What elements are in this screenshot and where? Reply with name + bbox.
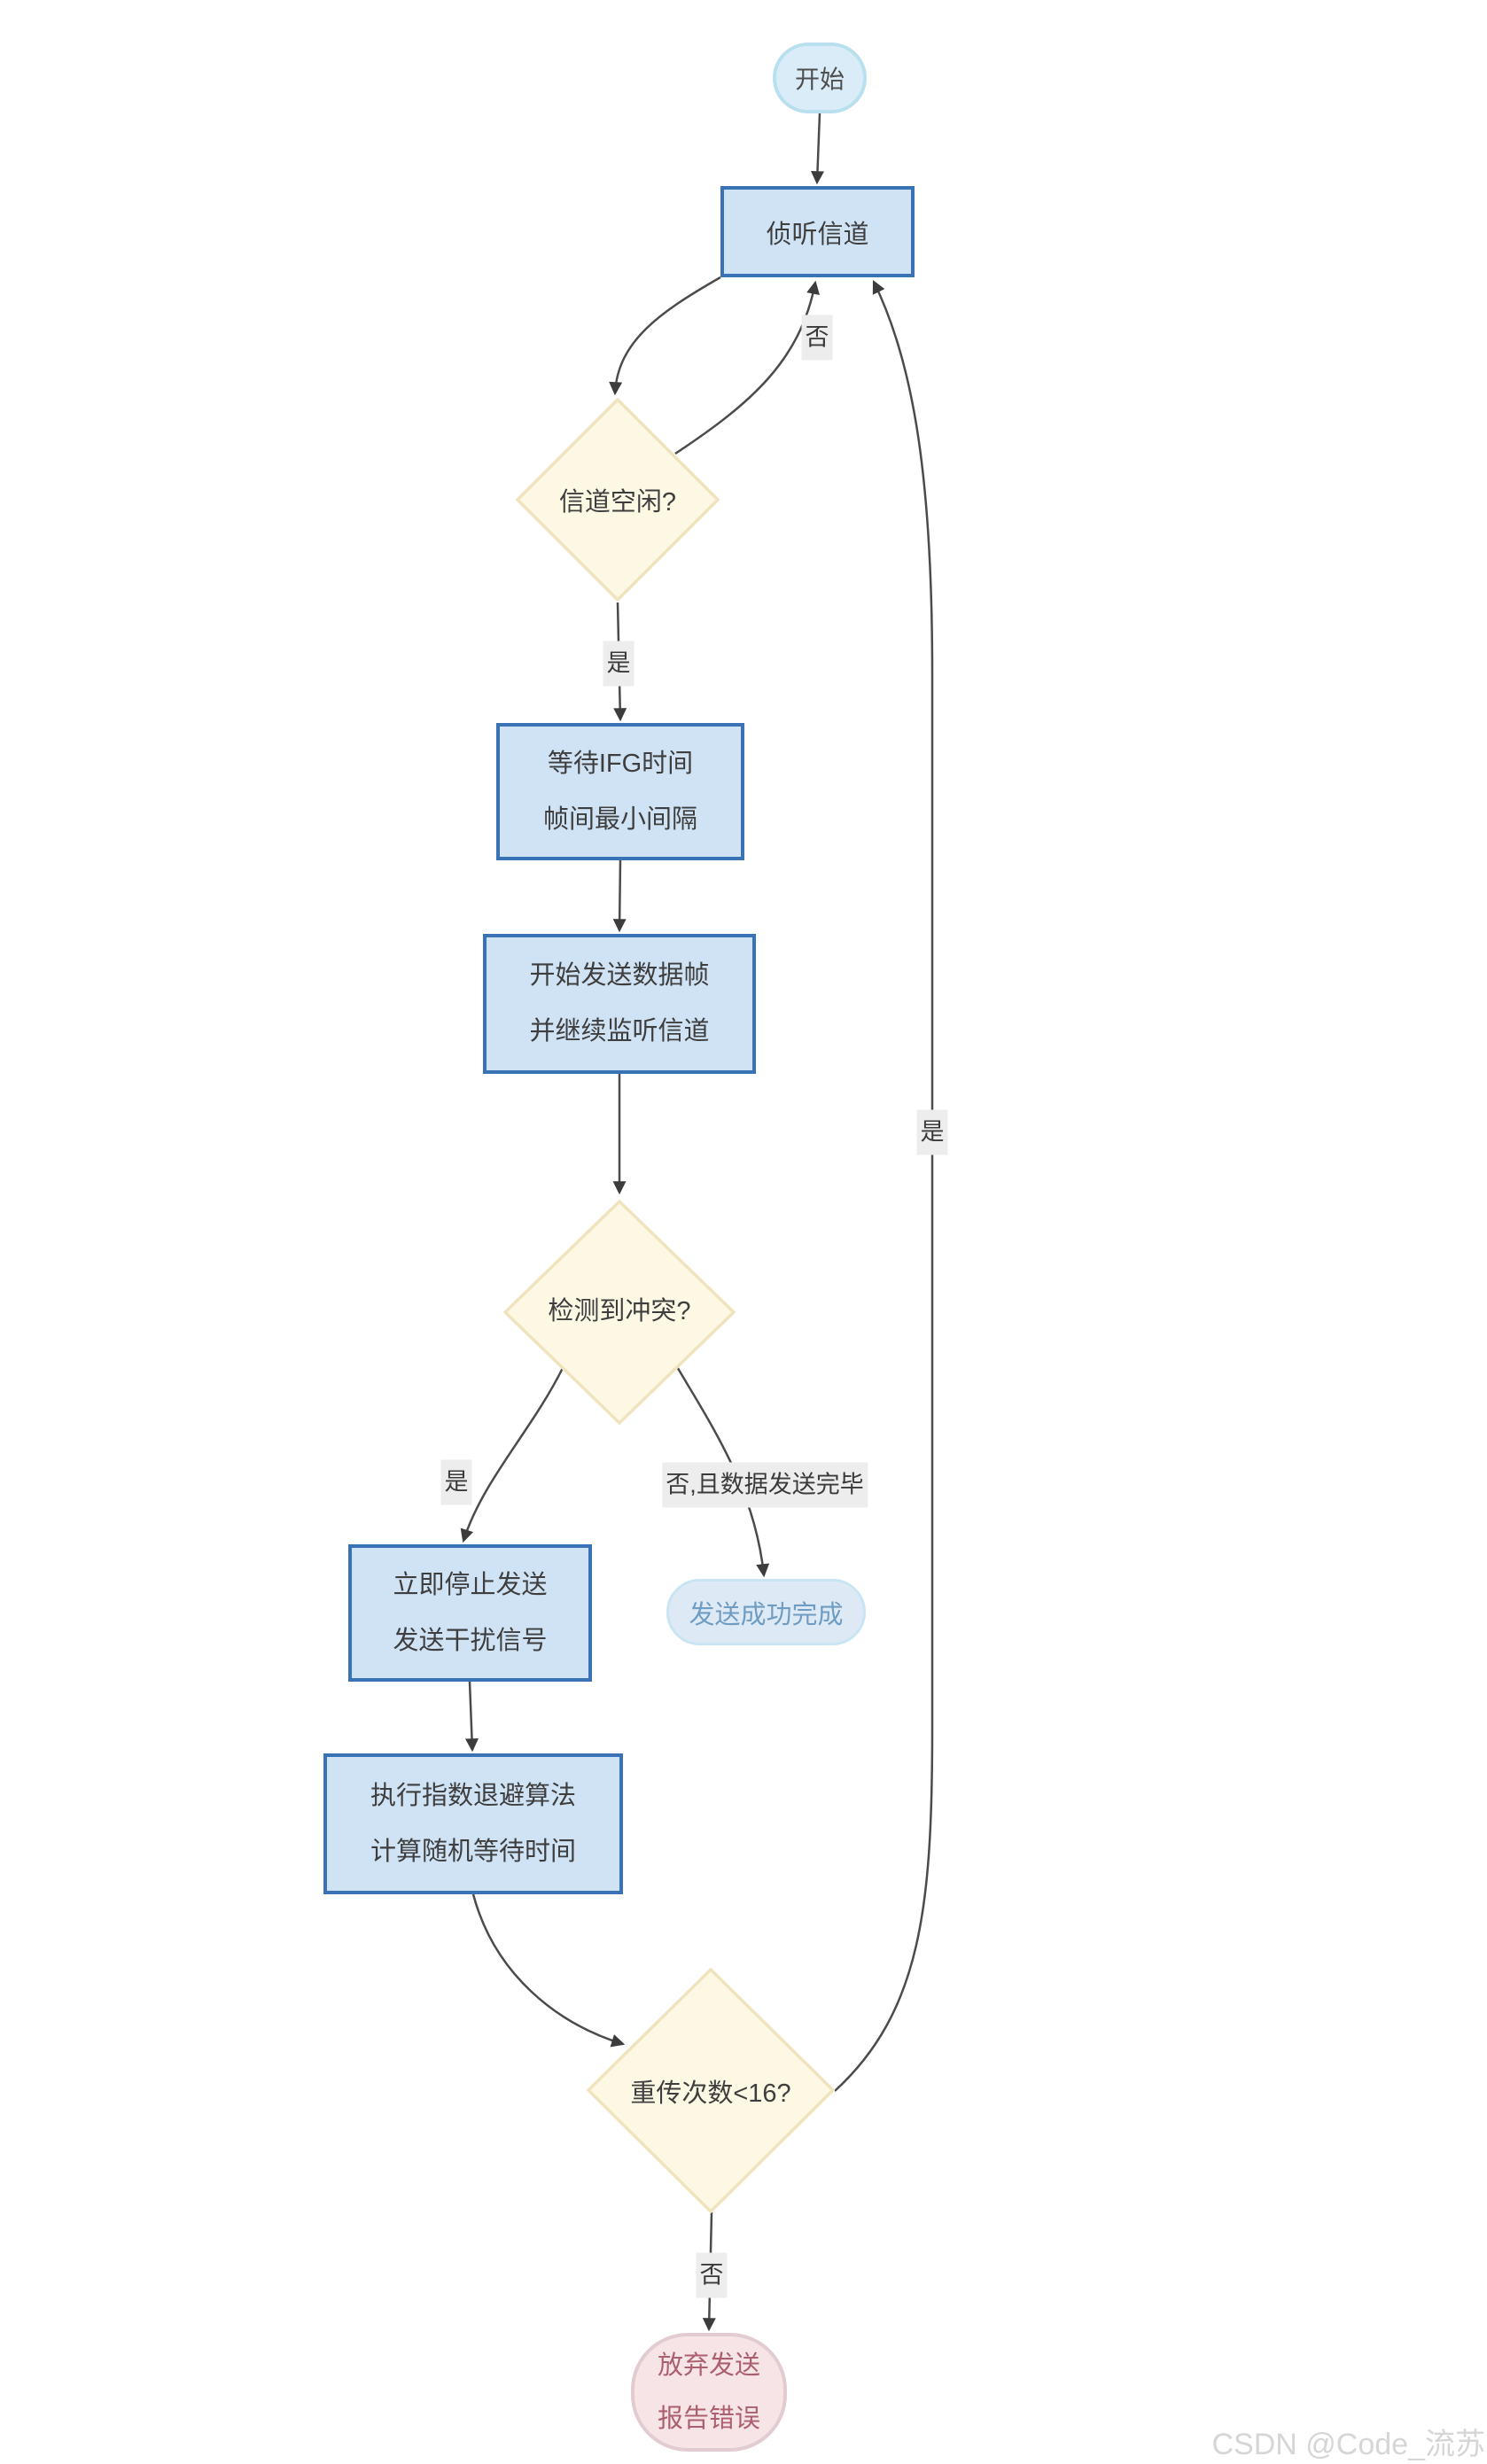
edge-label-collision-yes: 是 [440,1459,472,1505]
node-send-frame-line2: 并继续监听信道 [529,1017,710,1045]
edge-start-listen [810,113,824,185]
node-wait-ifg-line2: 帧间最小间隔 [542,804,697,834]
node-start-label: 开始 [794,66,845,93]
watermark: CSDN @Code_流苏 [1211,2428,1486,2461]
edge-label-collision-no-done: 否,且数据发送完毕 [662,1462,868,1508]
edge-idle-listen-no [674,280,820,455]
edge-wait-send [612,859,627,933]
edge-collision-stop-yes [460,1365,565,1543]
edge-retry-listen-yes [834,279,934,2092]
edge-stop-backoff [465,1681,479,1753]
node-stop-sending-line2: 发送干扰信号 [393,1626,548,1655]
node-stop-sending: 立即停止发送 发送干扰信号 [348,1544,592,1682]
node-backoff-line1: 执行指数退避算法 [370,1781,576,1810]
diamond-shape [587,1968,835,2213]
node-abort-line1: 放弃发送 [657,2351,760,2380]
node-send-frame: 开始发送数据帧 并继续监听信道 [483,934,756,1074]
node-start: 开始 [773,43,867,113]
edge-label-idle-yes: 是 [603,641,635,687]
node-listen-channel-label: 侦听信道 [766,220,869,249]
edge-collision-success-no [674,1364,770,1578]
node-stop-sending-line1: 立即停止发送 [393,1570,548,1599]
node-channel-idle-label: 信道空闲? [558,488,677,517]
edge-label-idle-no: 否 [801,315,833,361]
edge-listen-idle [609,276,721,396]
node-send-success: 发送成功完成 [666,1579,866,1645]
diamond-shape [516,398,720,602]
node-retry-count-label: 重传次数<16? [630,2079,791,2108]
node-channel-idle: 信道空闲? [516,398,720,602]
node-send-frame-line1: 开始发送数据帧 [529,961,710,990]
node-listen-channel: 侦听信道 [720,186,915,277]
node-collision-detected-label: 检测到冲突? [548,1297,691,1325]
node-send-success-label: 发送成功完成 [689,1600,844,1629]
node-abort: 放弃发送 报告错误 [631,2333,787,2452]
node-collision-detected: 检测到冲突? [503,1196,736,1426]
node-backoff: 执行指数退避算法 计算随机等待时间 [323,1753,623,1894]
node-wait-ifg: 等待IFG时间 帧间最小间隔 [496,723,744,860]
node-retry-count: 重传次数<16? [587,1968,835,2213]
node-abort-line2: 报告错误 [657,2405,760,2433]
node-wait-ifg-line1: 等待IFG时间 [547,749,694,778]
edge-label-retry-no: 否 [696,2252,728,2298]
node-backoff-line2: 计算随机等待时间 [370,1837,576,1866]
edge-backoff-retry [471,1893,626,2048]
diamond-shape [503,1199,736,1426]
edge-label-retry-yes: 是 [916,1109,948,1155]
